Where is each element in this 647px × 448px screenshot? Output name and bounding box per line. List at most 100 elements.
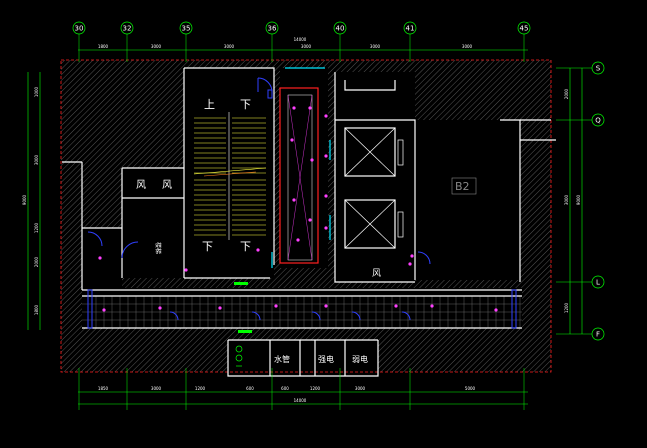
axis-bubble-L: L — [591, 275, 605, 289]
fixture-1 — [102, 308, 106, 312]
axis-bubble-Q: Q — [591, 113, 605, 127]
fixture-14 — [308, 218, 312, 222]
drawing-boundary — [60, 59, 552, 373]
svg-text:45: 45 — [520, 25, 529, 33]
room-tag: B2 — [455, 180, 470, 193]
fixture-23 — [184, 268, 188, 272]
dim-text: 600 — [246, 386, 254, 391]
fixture-8 — [494, 308, 498, 312]
dim-text: 1200 — [34, 222, 39, 233]
dim-text: 5000 — [465, 386, 476, 391]
svg-text:30: 30 — [75, 25, 84, 33]
corridor-tile — [82, 296, 522, 328]
dim-text: 600 — [281, 386, 289, 391]
dim-text: 14000 — [294, 398, 307, 403]
fixture-21 — [410, 254, 414, 258]
axis-bubble-S: S — [591, 61, 605, 75]
fixture-6 — [394, 304, 398, 308]
elevator-shafts — [344, 127, 404, 249]
fixture-0 — [98, 256, 102, 260]
fixture-10 — [308, 106, 312, 110]
dim-text: 1800 — [34, 304, 39, 315]
dim-text: 9000 — [22, 194, 27, 205]
label-strong-electric: 强电 — [318, 354, 334, 364]
dim-text: 1850 — [98, 386, 109, 391]
axis-bubble-41: 41 — [403, 21, 417, 35]
dim-text: 3000 — [564, 194, 569, 205]
svg-text:36: 36 — [268, 25, 277, 33]
axis-bubble-F: F — [591, 327, 605, 341]
green-marker — [234, 282, 248, 285]
dim-text: 1200 — [195, 386, 206, 391]
axis-lines — [78, 34, 592, 410]
dim-texts-bottom: 1850 3000 1200 600 600 1200 3000 5000 14000 — [98, 386, 476, 403]
fixture-17 — [324, 154, 328, 158]
svg-text:40: 40 — [336, 25, 345, 33]
axis-bubbles-right: S Q L F — [591, 61, 605, 341]
axis-bubble-32: 32 — [120, 21, 134, 35]
label-down-bottom-left: 下 — [202, 240, 213, 253]
fixture-11 — [290, 138, 294, 142]
svg-text:Q: Q — [595, 117, 601, 125]
dim-text: 3000 — [224, 44, 235, 49]
fixture-5 — [324, 304, 328, 308]
dim-text: 3000 — [151, 386, 162, 391]
dim-text: 2000 — [564, 88, 569, 99]
dim-text: 14000 — [294, 37, 307, 42]
svg-text:S: S — [596, 65, 601, 73]
label-fan-1: 风 — [136, 179, 146, 191]
dim-text: 3000 — [151, 44, 162, 49]
dim-text: 3000 — [370, 44, 381, 49]
valve-icon — [235, 345, 243, 367]
fixture-18 — [324, 194, 328, 198]
axis-bubble-45: 45 — [517, 21, 531, 35]
walls — [62, 67, 556, 377]
green-marker-2 — [238, 330, 252, 333]
fixture-15 — [296, 238, 300, 242]
label-stair: 楼梯 — [154, 242, 162, 254]
label-water-pipe: 水管 — [274, 354, 290, 364]
fixture-9 — [292, 106, 296, 110]
fixture-22 — [256, 248, 260, 252]
dim-text: 3000 — [355, 386, 366, 391]
label-fan-2: 风 — [162, 179, 172, 191]
doors — [87, 77, 517, 329]
svg-text:F: F — [596, 331, 600, 339]
dim-text: 1800 — [98, 44, 109, 49]
dim-texts-right: 2000 3000 1200 9000 — [564, 88, 581, 313]
dim-text: 1200 — [564, 302, 569, 313]
svg-text:41: 41 — [406, 25, 415, 33]
staircase — [193, 112, 267, 240]
label-weak-electric: 弱电 — [352, 354, 368, 364]
fixture-7 — [430, 304, 434, 308]
label-fan-3: 风 — [372, 268, 381, 279]
label-down: 下 — [240, 98, 251, 111]
fixture-4 — [274, 304, 278, 308]
dim-text: 3000 — [462, 44, 473, 49]
dim-text: 1000 — [34, 86, 39, 97]
duct-shaft — [279, 87, 319, 264]
axis-bubble-30: 30 — [72, 21, 86, 35]
axis-bubble-36: 36 — [265, 21, 279, 35]
fixtures — [98, 106, 498, 312]
svg-text:32: 32 — [123, 25, 132, 33]
label-up: 上 — [204, 98, 215, 111]
axis-bubble-40: 40 — [333, 21, 347, 35]
axis-bubble-35: 35 — [179, 21, 193, 35]
fixture-12 — [310, 158, 314, 162]
svg-text:35: 35 — [182, 25, 191, 33]
dim-text: 9000 — [576, 194, 581, 205]
fixture-19 — [324, 226, 328, 230]
axis-bubbles-top: 30 32 35 36 40 41 45 — [72, 21, 531, 35]
fixture-2 — [158, 306, 162, 310]
fixture-13 — [292, 198, 296, 202]
svg-text:L: L — [596, 279, 600, 287]
fixture-20 — [408, 262, 412, 266]
fixture-16 — [324, 114, 328, 118]
fixture-3 — [218, 306, 222, 310]
dim-text: 1200 — [310, 386, 321, 391]
